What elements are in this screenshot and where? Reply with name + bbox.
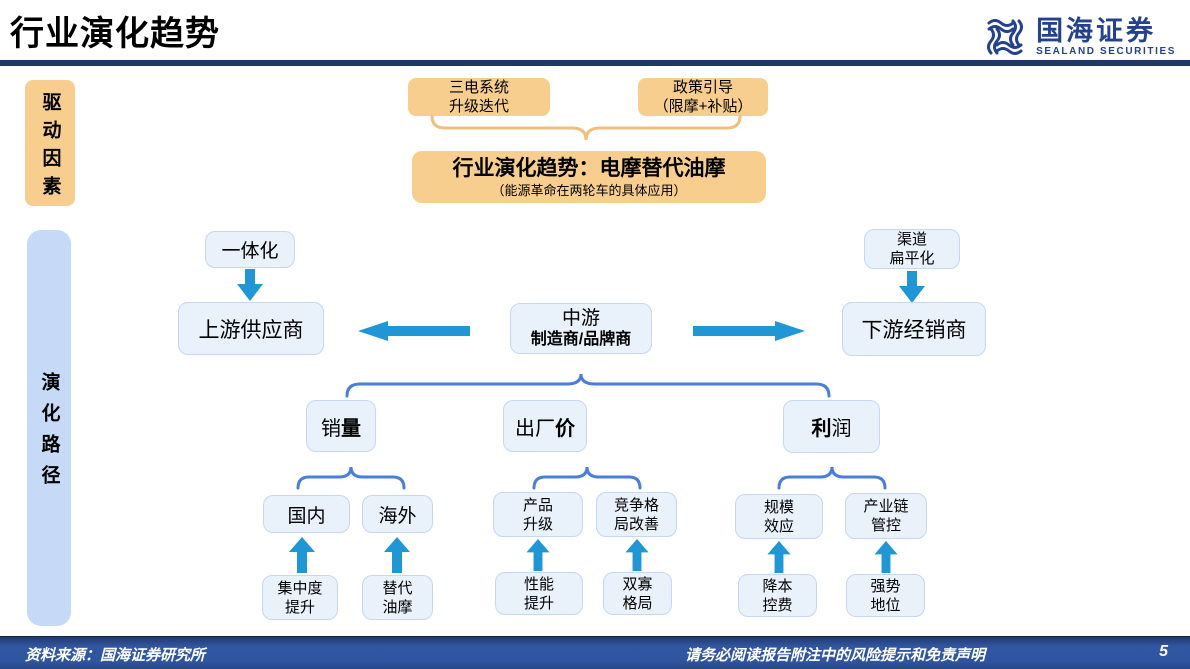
footer-disclaimer: 请务必阅读报告附注中的风险提示和免责声明 (684, 647, 985, 664)
up-arrow-icon (289, 537, 315, 573)
downstream-box: 下游经销商 (842, 302, 986, 356)
conclusion-box: 行业演化趋势：电摩替代油摩 （能源革命在两轮车的具体应用） (412, 151, 766, 203)
kpi-box-profit: 利润 (783, 400, 880, 453)
midstream-subtitle: 制造商/品牌商 (530, 331, 632, 348)
kpi-child-domestic: 国内 (263, 495, 350, 533)
logo-subtitle: SEALAND SECURITIES (1036, 46, 1176, 57)
conclusion-title: 行业演化趋势：电摩替代油摩 (452, 156, 726, 180)
footer-page-number: 5 (1159, 643, 1168, 660)
cause-strong-position: 强势 地位 (846, 574, 925, 617)
kpi-child-competition: 竞争格 局改善 (596, 492, 677, 537)
kpi-price-brace (532, 466, 642, 490)
up-arrow-icon (874, 541, 898, 573)
kpi-sales-brace (296, 466, 406, 490)
kpi-box-sales: 销量 (306, 400, 376, 452)
upstream-driver-box: 一体化 (205, 231, 295, 268)
title-divider (0, 60, 1190, 66)
kpi-box-price: 出厂价 (503, 400, 587, 452)
midstream-box: 中游 制造商/品牌商 (510, 303, 652, 354)
kpi-profit-brace (777, 466, 887, 490)
up-arrow-icon (625, 539, 649, 571)
down-arrow-icon (899, 271, 925, 303)
driver-factor-policy: 政策引导 （限摩+补贴） (638, 78, 768, 116)
kpi-child-scale: 规模 效应 (735, 494, 823, 539)
midstream-title: 中游 (561, 308, 600, 329)
downstream-driver-box: 渠道 扁平化 (864, 229, 960, 269)
footer-source: 资料来源：国海证券研究所 (25, 647, 206, 664)
logo-text: 国海证券 SEALAND SECURITIES (1036, 16, 1176, 58)
driver-factor-tech: 三电系统 升级迭代 (408, 78, 550, 116)
right-arrow-icon (693, 321, 805, 341)
kpi-child-chain-control: 产业链 管控 (845, 493, 927, 539)
conclusion-subtitle: （能源革命在两轮车的具体应用） (491, 182, 687, 198)
cause-duopoly: 双寡 格局 (603, 572, 672, 615)
kpi-sales-label-bold: 量 (341, 417, 361, 440)
kpi-child-product-upgrade: 产品 升级 (493, 492, 583, 537)
kpi-price-label-bold: 价 (555, 417, 575, 440)
kpi-sales-label: 销 (321, 417, 341, 440)
sealand-logo-icon (987, 19, 1024, 55)
up-arrow-icon (767, 541, 791, 573)
cause-concentration: 集中度 提升 (262, 575, 338, 620)
down-arrow-icon (237, 269, 263, 301)
midstream-brace (345, 373, 831, 398)
left-arrow-icon (358, 321, 470, 341)
cause-substitute: 替代 油摩 (362, 575, 433, 620)
logo: 国海证券 SEALAND SECURITIES (982, 14, 1176, 60)
kpi-price-label: 出厂 (515, 417, 555, 440)
up-arrow-icon (526, 539, 550, 571)
cause-performance: 性能 提升 (495, 572, 583, 615)
page-title: 行业演化趋势 (10, 15, 220, 53)
sidebar-label-evolution-path: 演化路径 (27, 230, 71, 626)
footer-bar: 资料来源：国海证券研究所 请务必阅读报告附注中的风险提示和免责声明 5 (0, 636, 1190, 669)
kpi-child-overseas: 海外 (362, 495, 433, 533)
upstream-box: 上游供应商 (178, 302, 324, 355)
kpi-profit-label: 润 (831, 418, 852, 440)
drivers-brace (430, 114, 742, 141)
logo-name: 国海证券 (1036, 16, 1157, 46)
cause-cost-control: 降本 控费 (738, 574, 817, 617)
kpi-profit-label-bold: 利 (811, 418, 832, 440)
up-arrow-icon (384, 537, 410, 573)
sidebar-label-drivers: 驱动因素 (25, 80, 75, 206)
